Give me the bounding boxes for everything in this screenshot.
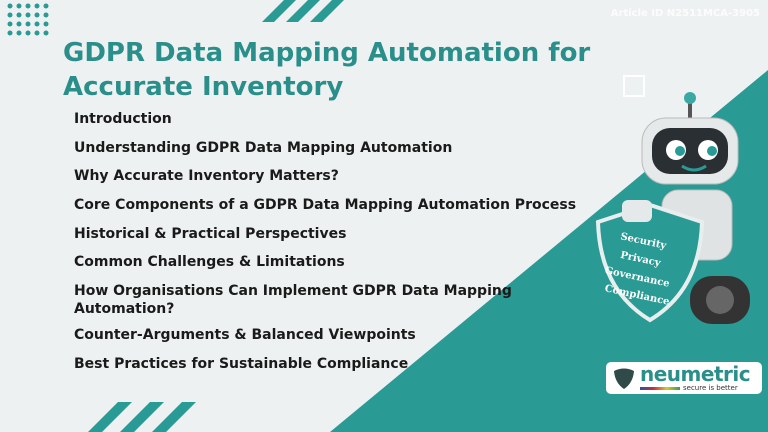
top-stripes xyxy=(262,0,344,22)
toc-item: Common Challenges & Limitations xyxy=(74,254,345,271)
article-id: Article ID N2511MCA-3905 xyxy=(610,8,760,19)
dot-grid xyxy=(7,3,49,36)
toc-item: Why Accurate Inventory Matters? xyxy=(74,168,339,185)
page-title: GDPR Data Mapping Automation for Accurat… xyxy=(63,38,591,102)
logo-name: neumetric xyxy=(640,362,751,386)
toc-item: Introduction xyxy=(74,111,172,127)
neumetric-logo: neumetric secure is better xyxy=(606,362,762,394)
toc-item: Historical & Practical Perspectives xyxy=(74,225,347,242)
robot-illustration xyxy=(595,92,750,324)
toc-item: Core Components of a GDPR Data Mapping A… xyxy=(74,197,577,214)
toc-item: Counter-Arguments & Balanced Viewpoints xyxy=(74,327,416,344)
toc-item: Understanding GDPR Data Mapping Automati… xyxy=(74,139,453,156)
shield-logo-icon xyxy=(614,368,634,389)
bottom-stripes xyxy=(88,402,196,432)
table-of-contents: Introduction Understanding GDPR Data Map… xyxy=(74,110,576,384)
toc-item: Best Practices for Sustainable Complianc… xyxy=(74,355,409,372)
logo-tagline: secure is better xyxy=(683,384,738,392)
toc-item: How Organisations Can Implement GDPR Dat… xyxy=(74,283,512,318)
decorative-square xyxy=(623,75,645,97)
logo-color-bar xyxy=(640,386,680,390)
